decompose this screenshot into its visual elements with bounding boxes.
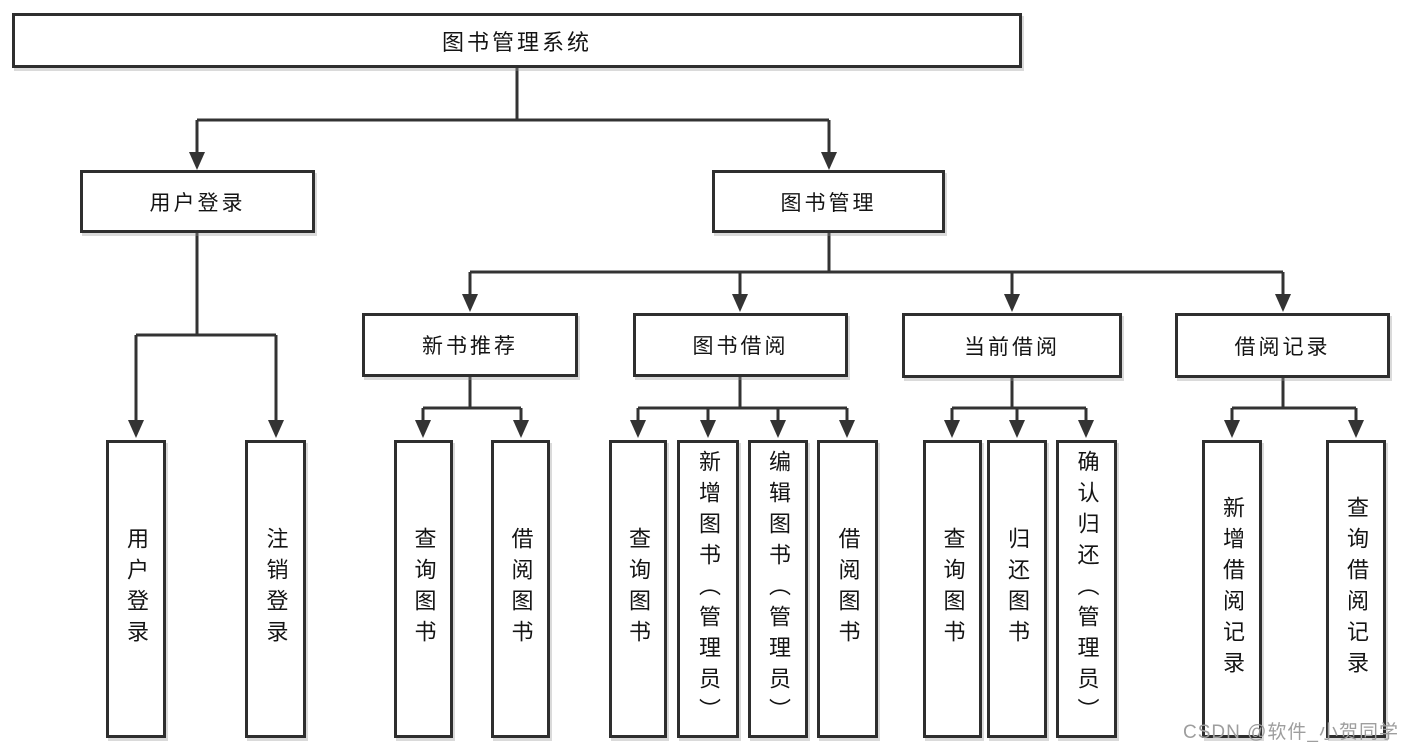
node-label: 查询图书 <box>626 527 651 651</box>
node-book-management: 图书管理 <box>712 170 945 233</box>
connector-user-login-children <box>134 233 278 422</box>
connector-book-borrow-children <box>636 377 849 422</box>
node-system-root: 图书管理系统 <box>12 13 1022 68</box>
arrowheads-level2 <box>189 152 837 170</box>
node-leaf-query-books-borrow: 查询图书 <box>609 440 667 738</box>
connector-borrow-records-children <box>1230 377 1358 422</box>
connector-current-borrow-children <box>950 377 1088 422</box>
node-borrow-records: 借阅记录 <box>1175 313 1390 378</box>
connector-root-to-level2 <box>195 68 831 154</box>
node-label: 新增借阅记录 <box>1220 496 1245 682</box>
node-label: 确认归还（管理员） <box>1074 449 1100 729</box>
node-label: 归还图书 <box>1005 527 1030 651</box>
node-label: 编辑图书（管理员） <box>766 449 791 729</box>
node-book-borrow: 图书借阅 <box>633 313 848 377</box>
node-label: 用户登录 <box>124 527 149 651</box>
node-leaf-borrow-books-recommend: 借阅图书 <box>491 440 550 738</box>
node-label: 新增图书（管理员） <box>696 449 721 729</box>
node-label: 借阅图书 <box>508 527 534 651</box>
arrowheads-level4 <box>415 420 1364 438</box>
node-leaf-query-books-current: 查询图书 <box>923 440 982 738</box>
node-current-borrow: 当前借阅 <box>902 313 1122 378</box>
node-leaf-add-borrow-record: 新增借阅记录 <box>1202 440 1262 738</box>
arrowheads-level3 <box>462 294 1291 312</box>
arrowheads-user-login-children <box>128 420 284 438</box>
node-leaf-query-borrow-record: 查询借阅记录 <box>1326 440 1386 738</box>
node-leaf-query-books-recommend: 查询图书 <box>394 440 453 738</box>
node-leaf-add-books-admin: 新增图书（管理员） <box>677 440 739 738</box>
csdn-watermark: CSDN @软件_小贺同学 <box>1183 722 1399 743</box>
node-label: 新书推荐 <box>422 335 518 358</box>
node-label: 图书管理 <box>780 191 877 215</box>
node-leaf-return-books: 归还图书 <box>987 440 1047 738</box>
node-user-login: 用户登录 <box>80 170 315 233</box>
node-new-book-recommend: 新书推荐 <box>362 313 578 377</box>
node-label: 图书管理系统 <box>441 29 592 55</box>
node-leaf-user-login: 用户登录 <box>106 440 166 738</box>
node-leaf-borrow-books: 借阅图书 <box>817 440 878 738</box>
connector-new-book-children <box>421 377 523 422</box>
node-label: 用户登录 <box>149 191 246 215</box>
node-label: 图书借阅 <box>692 335 789 358</box>
node-label: 查询图书 <box>411 527 437 651</box>
node-label: 借阅记录 <box>1234 335 1331 359</box>
connector-book-mgmt-to-level3 <box>468 233 1285 296</box>
node-leaf-confirm-return-admin: 确认归还（管理员） <box>1056 440 1117 738</box>
node-label: 当前借阅 <box>964 335 1060 359</box>
node-label: 查询借阅记录 <box>1344 496 1369 682</box>
node-label: 查询图书 <box>940 527 966 651</box>
node-label: 注销登录 <box>263 527 289 651</box>
node-label: 借阅图书 <box>835 527 861 651</box>
node-leaf-edit-books-admin: 编辑图书（管理员） <box>748 440 808 738</box>
node-leaf-logout: 注销登录 <box>245 440 306 738</box>
